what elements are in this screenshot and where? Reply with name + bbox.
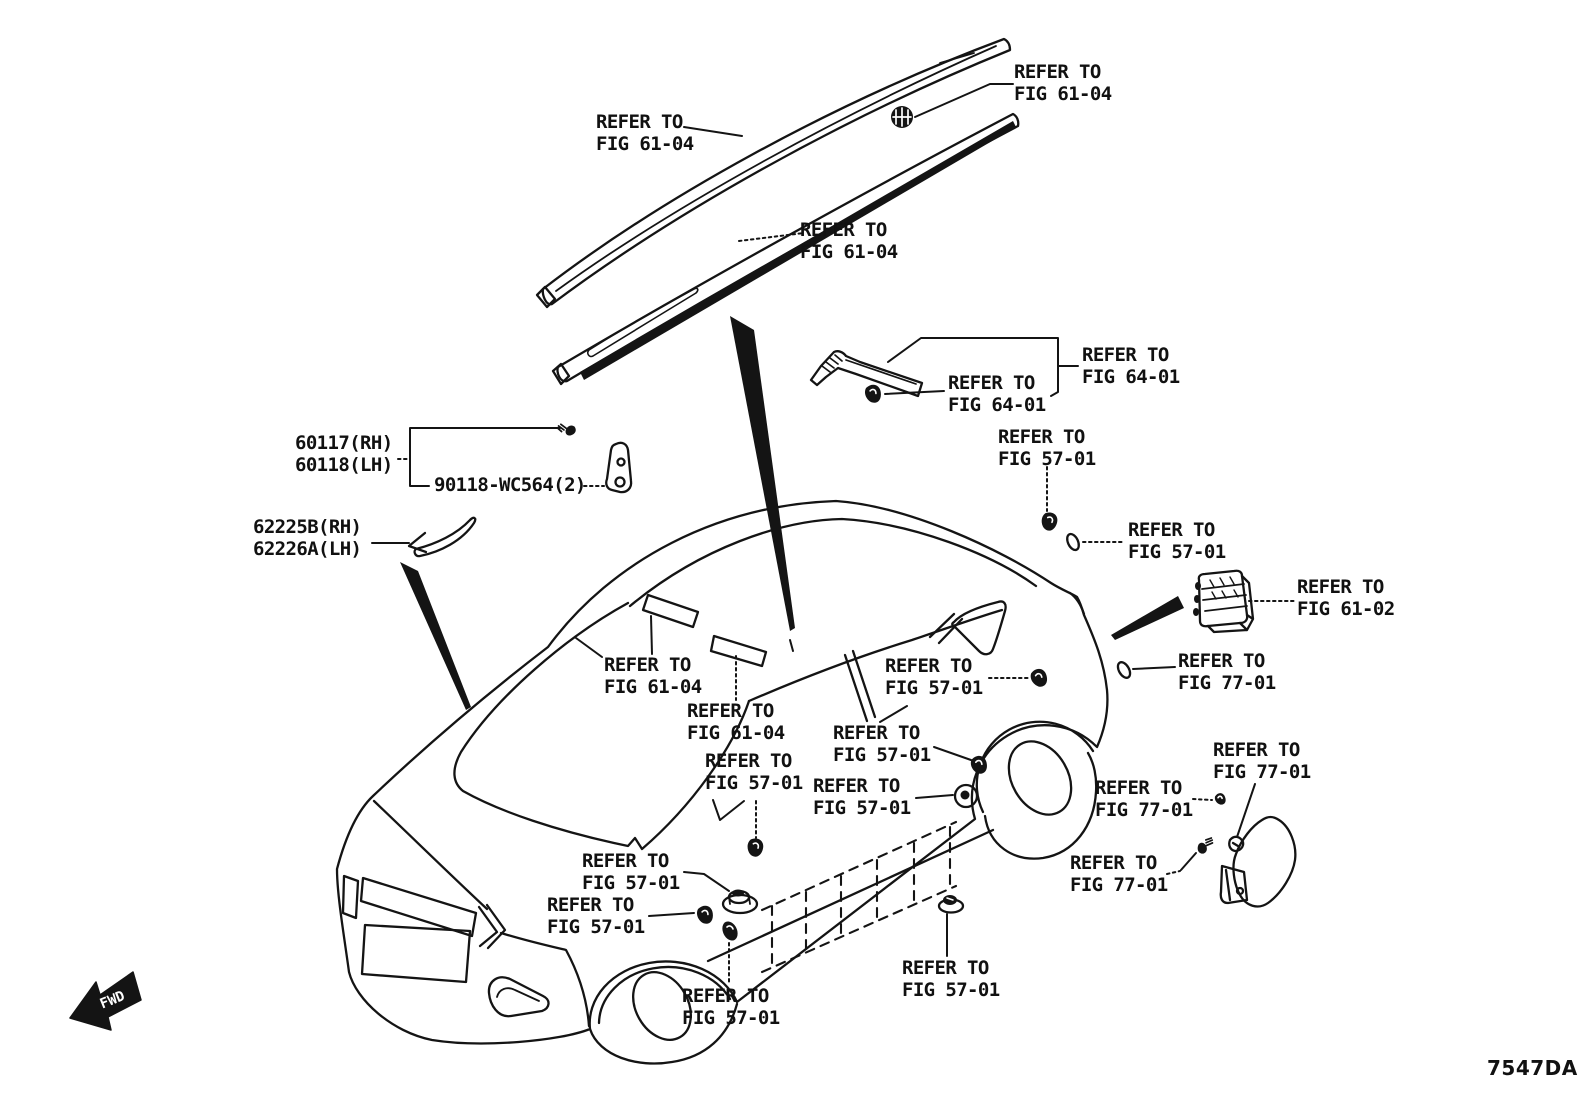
figure-code: 7547DA bbox=[1487, 1056, 1578, 1080]
front-tire bbox=[590, 1004, 737, 1064]
fuel-door-screw-icon bbox=[1193, 833, 1217, 857]
fog-lamp-inner bbox=[497, 988, 539, 1001]
rear-wheel-rim bbox=[996, 730, 1083, 826]
car-body-line-art bbox=[337, 501, 1107, 1064]
part-number-windshield-molding: 62225B(RH)62226A(LH) bbox=[253, 516, 362, 560]
fender-edge bbox=[501, 933, 589, 1026]
rear-tire bbox=[985, 753, 1096, 859]
windshield-molding-wedge bbox=[400, 562, 471, 710]
fuel-clip-icon bbox=[1212, 790, 1229, 808]
windshield-outline bbox=[454, 603, 749, 849]
car-silhouette bbox=[337, 501, 1107, 1043]
bumper-side-marker bbox=[343, 876, 358, 918]
windshield-molding-part bbox=[409, 518, 475, 556]
hood-cut-line bbox=[374, 801, 487, 909]
grille-opening bbox=[362, 925, 470, 982]
fog-lamp bbox=[489, 977, 549, 1016]
roof-strip-rear bbox=[711, 636, 766, 666]
rocker-line bbox=[708, 830, 993, 961]
headlamp-band bbox=[361, 878, 476, 936]
roof-molding-upper bbox=[543, 39, 1010, 304]
pillar-molding-wedge bbox=[730, 316, 795, 631]
leader-lines-solid bbox=[372, 84, 1255, 956]
rear-spoiler-lip bbox=[1070, 593, 1084, 614]
inner-roofline bbox=[630, 519, 1036, 606]
fwd-arrow-icon bbox=[70, 972, 141, 1030]
part-number-roof-side-rail: 60117(RH)60118(LH) bbox=[295, 432, 393, 476]
rail-retainer-part bbox=[555, 421, 631, 492]
fasteners bbox=[694, 510, 1132, 941]
rear-arch-lip bbox=[977, 722, 1093, 812]
rocker-hidden-dashes bbox=[762, 822, 956, 972]
molding-nut-icon bbox=[891, 106, 913, 128]
oval-clip-icon bbox=[722, 921, 738, 941]
pointer-wedges bbox=[400, 316, 1184, 710]
front-wheel-rim bbox=[621, 962, 702, 1050]
retainer-bolt-icon bbox=[555, 421, 578, 438]
beltline bbox=[749, 610, 1002, 701]
flanged-bolt-icon bbox=[939, 895, 963, 913]
clip-icon bbox=[694, 902, 717, 927]
c-pillar bbox=[930, 614, 962, 643]
quarter-window bbox=[952, 601, 1005, 654]
roof-molding-lower bbox=[557, 114, 1018, 381]
roof-strip-front bbox=[643, 595, 698, 627]
part-number-retainer: 90118-WC564(2) bbox=[434, 474, 586, 496]
quarter-vent-part bbox=[1193, 571, 1253, 632]
ring-grommet-icon bbox=[955, 785, 977, 807]
tophat-grommet-icon bbox=[723, 889, 757, 914]
clip-icon bbox=[745, 836, 766, 859]
clip-icon bbox=[967, 752, 991, 778]
grommet-oval-icon bbox=[1115, 660, 1132, 680]
fwd-direction-marker: FWD bbox=[70, 972, 141, 1030]
back-door-garnish-part bbox=[811, 351, 922, 406]
leader-lines-dotted bbox=[398, 233, 1294, 985]
grille-chevron bbox=[479, 905, 505, 948]
clip-icon bbox=[1038, 510, 1060, 534]
front-arch-lip bbox=[599, 967, 730, 1023]
fuel-door-part bbox=[1193, 790, 1295, 906]
grommet-oval-icon bbox=[1065, 532, 1081, 552]
garnish-clip-icon bbox=[862, 381, 885, 406]
b-pillar bbox=[845, 651, 875, 721]
clip-icon bbox=[1027, 665, 1052, 691]
roof-drip-moldings bbox=[537, 39, 1018, 384]
roof-molding-lower-edge bbox=[580, 121, 1016, 380]
vent-pointer-wedge bbox=[1111, 596, 1184, 640]
